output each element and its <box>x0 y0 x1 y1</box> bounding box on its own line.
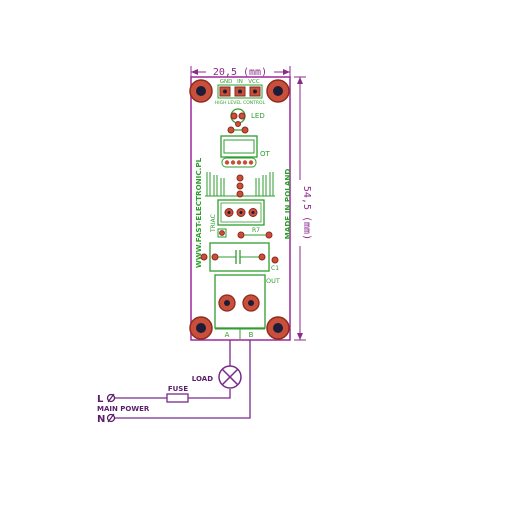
control-level-label: HIGH LEVEL CONTROL <box>215 100 266 106</box>
resistors-top <box>227 121 249 134</box>
header-pin-label-in: IN <box>237 79 243 85</box>
mounting-holes <box>189 79 290 340</box>
width-arrow-right <box>283 69 290 75</box>
mounting-hole-top-right <box>266 79 290 103</box>
height-arrow-top <box>297 77 303 84</box>
optotriac: OT <box>220 135 271 168</box>
header-pin-label-vcc: VCC <box>248 79 260 85</box>
triac-label: TRIAC <box>210 214 217 233</box>
height-arrow-bottom <box>297 333 303 340</box>
led: LED <box>230 108 265 124</box>
load-label: LOAD <box>192 375 213 383</box>
terminal-label-b: B <box>249 331 254 339</box>
optotriac-outline <box>220 135 258 158</box>
fuse: FUSE <box>166 385 189 403</box>
wire-load-to-fuse <box>188 389 231 399</box>
load-lamp: LOAD <box>192 365 242 389</box>
made-in-text: MADE IN POLAND <box>283 169 292 240</box>
main-power-label: MAIN POWER <box>97 405 150 413</box>
height-dimension-label: 54,5 (mm) <box>301 186 312 240</box>
width-label-bg <box>206 64 274 78</box>
fuse-icon <box>166 393 189 403</box>
output-terminal: OUT A B <box>214 274 280 339</box>
terminal-outline <box>214 274 266 329</box>
vendor-url-text: WWW.FAST-ELECTRONIC.PL <box>194 157 203 268</box>
mains-terminals: L MAIN POWER N <box>97 393 150 425</box>
led-label: LED <box>251 112 265 120</box>
resistor-r7: R7 <box>217 227 273 239</box>
line-label: L <box>97 394 104 405</box>
triac: TRIAC <box>210 199 265 233</box>
wire-b-to-neutral <box>115 340 251 419</box>
r7-label: R7 <box>252 227 260 234</box>
height-label-bg <box>295 180 307 246</box>
fuse-label: FUSE <box>168 385 189 393</box>
width-dimension-label: 20,5 (mm) <box>213 67 267 78</box>
header-outline <box>217 84 263 99</box>
mounting-hole-top-left <box>189 79 213 103</box>
c1-outline <box>209 242 270 272</box>
mounting-hole-bottom-right <box>266 316 290 340</box>
neutral-label: N <box>97 414 105 425</box>
mounting-hole-bottom-left <box>189 316 213 340</box>
width-arrow-left <box>191 69 198 75</box>
optotriac-label: OT <box>260 150 271 158</box>
header-pin-label-gnd: GND <box>220 79 233 85</box>
control-header: GND IN VCC HIGH LEVEL CONTROL <box>215 79 266 106</box>
capacitor-c1: C1 <box>200 242 279 272</box>
triac-outline <box>217 199 265 226</box>
terminal-label-a: A <box>225 331 230 339</box>
output-label: OUT <box>266 277 280 285</box>
c1-label: C1 <box>271 265 279 272</box>
external-wiring <box>115 340 251 419</box>
